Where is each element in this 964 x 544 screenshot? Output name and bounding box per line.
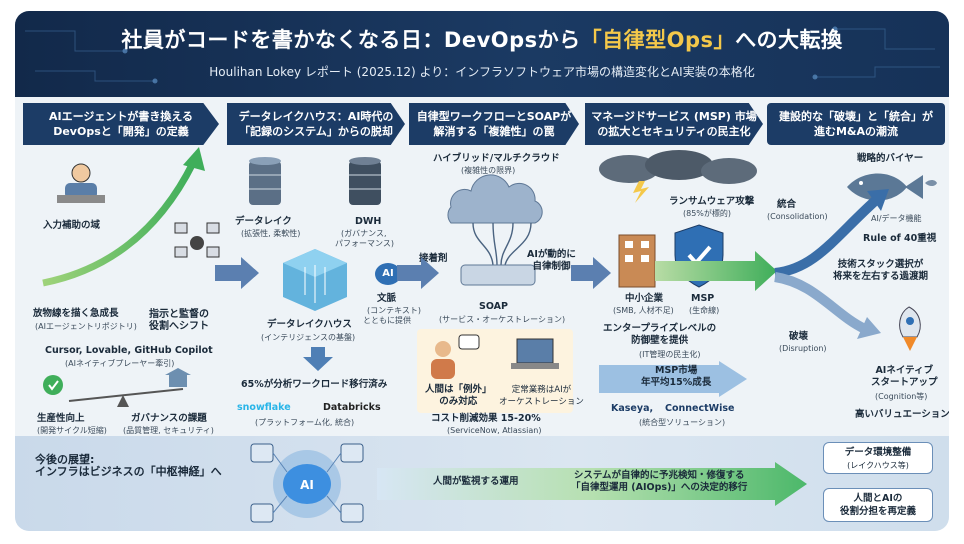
- native-sublabel: (Cognition等): [875, 392, 928, 401]
- snowflake-logo: snowflake: [237, 402, 291, 413]
- brain-hub-icon: [250, 443, 364, 523]
- dwh-icon: [349, 157, 381, 205]
- dwh-sublabel-1: (ガバナンス,: [341, 229, 387, 238]
- cloud-sublabel: (複雑性の限界): [461, 166, 516, 175]
- cost-label: コスト削減効果 15-20%: [431, 413, 541, 424]
- cost-sublabel: (ServiceNow, Atlassian): [447, 426, 542, 435]
- column-header-2: データレイクハウス：AI時代の「記録のシステム」からの脱却: [227, 103, 405, 145]
- column-header-3: 自律型ワークフローとSOAPが解消する「複雑性」の罠: [409, 103, 579, 145]
- column-ma: 建設的な「破壊」と「統合」が進むM&Aの潮流 戦略的バイヤー 統合 (Conso…: [767, 103, 949, 427]
- databricks-logo: Databricks: [323, 402, 381, 413]
- valuation-label: 高いバリュエーション: [855, 409, 949, 420]
- aiops-shift-label: システムが自律的に予兆検知・修復する「自律型運用 (AIOps)」への決定的移行: [571, 470, 748, 493]
- disruption-label: 破壊: [789, 331, 809, 342]
- lakehouse-icon: [283, 249, 347, 311]
- lakehouse-label: データレイクハウス: [267, 319, 352, 330]
- data-lake-icon: [249, 157, 281, 205]
- infographic: 社員がコードを書かなくなる日：DevOpsから「自律型Ops」への大転換 Hou…: [15, 11, 949, 531]
- native-label: AIネイティブスタートアップ: [871, 365, 938, 388]
- balance-scale-icon: [43, 368, 191, 407]
- outcome-box-roles: 人間とAIの役割分担を再定義: [823, 488, 933, 522]
- vendor-sublabel: (統合型ソリューション): [639, 418, 726, 427]
- transition-arrow: [377, 462, 807, 506]
- developer-icon: [57, 163, 105, 203]
- disruption-sublabel: (Disruption): [779, 344, 827, 353]
- growth-curve: [42, 147, 205, 287]
- enterprise-sublabel: (IT管理の民主化): [639, 350, 701, 359]
- glue-label: 接着剤: [419, 253, 448, 264]
- market-label: MSP市場年平均15%成長: [641, 365, 712, 388]
- enterprise-label: エンタープライズレベルの防御壁を提供: [603, 323, 717, 346]
- soap-sublabel: (サービス・オーケストレーション): [439, 315, 566, 324]
- page-subtitle: Houlihan Lokey レポート (2025.12) より：インフラソフト…: [209, 65, 755, 79]
- soap-label: SOAP: [479, 301, 508, 312]
- productivity-label: 生産性向上: [37, 413, 85, 424]
- ransomware-sublabel: (85%が標的): [683, 209, 732, 218]
- smb-sublabel: (SMB, 人材不足): [613, 306, 674, 315]
- human-exception-label: 人間は「例外」のみ対応: [425, 384, 492, 407]
- brain-label: AI: [300, 478, 314, 492]
- circuit-decoration: [25, 26, 940, 84]
- governance-sublabel: (品質管理, セキュリティ): [123, 426, 214, 435]
- outcome-box-data: データ環境整備(レイクハウス等): [823, 442, 933, 474]
- ai-data-label: AI/データ機能: [871, 214, 922, 223]
- migration-label: 65%が分析ワークロード移行済み: [241, 379, 388, 390]
- header-banner: 社員がコードを書かなくなる日：DevOpsから「自律型Ops」への大転換 Hou…: [15, 11, 949, 97]
- msp-label: MSP: [691, 293, 715, 304]
- page-title: 社員がコードを書かなくなる日：DevOpsから「自律型Ops」への大転換: [121, 28, 843, 52]
- lake-label: データレイク: [235, 216, 292, 227]
- ai-badge: AI: [375, 263, 401, 285]
- monitor-label: 人間が監視する運用: [433, 476, 519, 487]
- column-lakehouse: データレイクハウス：AI時代の「記録のシステム」からの脱却 データレイク (拡張…: [227, 103, 421, 427]
- supervise-label: 指示と監督の役割へシフト: [149, 309, 209, 332]
- consolidation-sublabel: (Consolidation): [767, 212, 828, 221]
- rocket-icon: [899, 306, 921, 351]
- ransomware-label: ランサムウェア攻撃: [669, 196, 755, 207]
- smb-label: 中小企業: [625, 293, 664, 304]
- lake-sublabel: (拡張性, 柔軟性): [241, 229, 301, 238]
- dwh-sublabel-2: パフォーマンス): [335, 239, 394, 248]
- flow-arrows: [215, 189, 889, 339]
- growth-sublabel: (AIエージェントリポジトリ): [35, 322, 137, 331]
- input-assist-label: 入力補助の域: [43, 220, 101, 231]
- column-msp: マネージドサービス (MSP) 市場の拡大とセキュリティの民主化 ランサムウェア…: [585, 103, 763, 427]
- market-arrow: [599, 361, 747, 397]
- robots-icon: [174, 222, 220, 258]
- column-soap: 自律型ワークフローとSOAPが解消する「複雑性」の罠 ハイブリッド/マルチクラウ…: [409, 103, 584, 435]
- rule40-label: Rule of 40重視: [863, 233, 937, 244]
- outlook-title: 今後の展望:インフラはビジネスの「中枢神経」へ: [35, 453, 222, 478]
- tools-sublabel: (AIネイティブプレーヤー牽引): [65, 359, 175, 368]
- laptop-icon: [511, 338, 559, 369]
- down-arrow-icon: [303, 347, 333, 371]
- connectwise-logo: ConnectWise: [665, 403, 735, 414]
- routine-label: 定常業務はAIがオーケストレーション: [499, 385, 584, 407]
- storm-clouds-icon: [599, 150, 757, 203]
- dwh-label: DWH: [355, 216, 382, 227]
- governance-label: ガバナンスの課題: [131, 413, 207, 424]
- ai-control-label: AIが動的に自律制御: [527, 249, 576, 272]
- buyer-label: 戦略的バイヤー: [857, 153, 924, 164]
- outlook-band: 今後の展望:インフラはビジネスの「中枢神経」へ AI 人間が監視する運用 システ…: [15, 436, 949, 531]
- kaseya-logo: Kaseya,: [611, 403, 654, 414]
- column-header-5: 建設的な「破壊」と「統合」が進むM&Aの潮流: [767, 103, 945, 145]
- consolidation-label: 統合: [777, 199, 797, 210]
- platform-label: (プラットフォーム化, 統合): [255, 418, 355, 427]
- growth-label: 放物線を描く急成長: [33, 308, 119, 319]
- stack-label: 技術スタック選択が将来を左右する過渡期: [833, 259, 929, 282]
- context-label-1: 文脈: [377, 293, 397, 304]
- lakehouse-sublabel: (インテリジェンスの基盤): [261, 333, 356, 342]
- productivity-sublabel: (開発サイクル短縮): [37, 426, 107, 435]
- context-label-3: とともに提供: [363, 316, 411, 325]
- fish-icon: [847, 173, 937, 201]
- tools-label: Cursor, Lovable, GitHub Copilot: [45, 345, 213, 356]
- context-label-2: (コンテキスト): [367, 306, 422, 315]
- person-icon: [431, 334, 480, 379]
- cloud-label: ハイブリッド/マルチクラウド: [433, 153, 560, 164]
- msp-sublabel: (生命線): [689, 306, 720, 315]
- column-header-4: マネージドサービス (MSP) 市場の拡大とセキュリティの民主化: [585, 103, 763, 145]
- cloud-network-icon: [447, 174, 543, 286]
